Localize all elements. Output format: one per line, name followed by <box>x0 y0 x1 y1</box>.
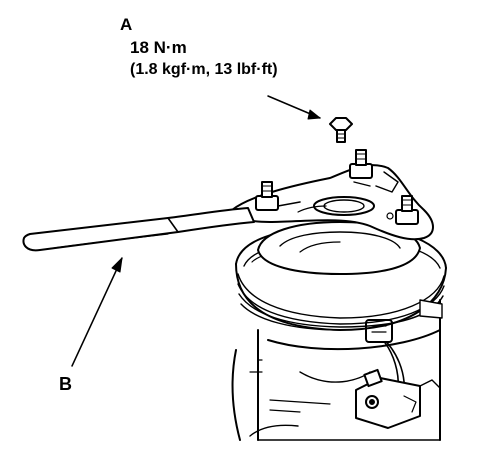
callout-a-torque-alt: (1.8 kgf·m, 13 lbf·ft) <box>130 61 278 78</box>
clutch-plate <box>258 222 420 274</box>
bolt-icon-nut-left <box>256 182 300 210</box>
arrow-icon-b <box>72 258 122 366</box>
callout-b-letter: B <box>59 374 72 394</box>
callout-a-torque-metric: 18 N·m <box>130 38 187 57</box>
bolt-icon <box>330 118 352 142</box>
bolt-icon-nut-right <box>396 196 418 224</box>
callout-a-letter: A <box>120 15 133 34</box>
bolt-icon-nut-top <box>350 150 372 186</box>
holder-plate <box>232 165 433 239</box>
compressor-body <box>233 300 440 440</box>
holder-handle <box>24 208 254 250</box>
arrow-icon-a <box>268 96 320 119</box>
